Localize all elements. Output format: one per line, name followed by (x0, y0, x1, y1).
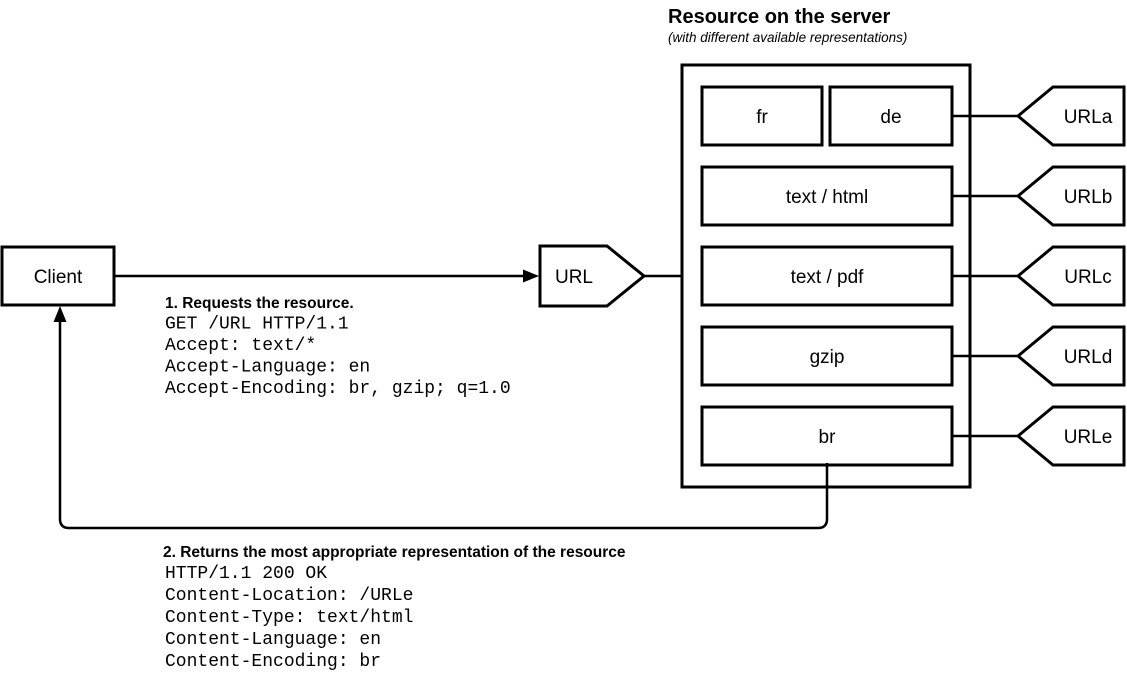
request-line-3: Accept-Language: en (165, 358, 370, 378)
client-label: Client (34, 267, 83, 288)
url-tag-label-urlb: URLb (1064, 187, 1113, 208)
representation-label-gzip: gzip (810, 347, 845, 368)
response-heading: 2. Returns the most appropriate represen… (163, 544, 626, 561)
response-line-2: Content-Location: /URLe (165, 586, 413, 606)
representation-label-de: de (880, 107, 901, 128)
request-line-1: GET /URL HTTP/1.1 (165, 315, 349, 335)
representation-box-text-html (700, 165, 954, 227)
representation-box-br (700, 405, 954, 467)
response-line-1: HTTP/1.1 200 OK (165, 564, 327, 584)
response-return-line (58, 322, 829, 530)
response-line-4: Content-Language: en (165, 630, 381, 650)
server-title: Resource on the server (668, 6, 891, 28)
representation-label-text-pdf: text / pdf (791, 267, 865, 288)
representation-label-br: br (819, 427, 837, 448)
request-line-2: Accept: text/* (165, 336, 316, 356)
representation-box-text-pdf (700, 245, 954, 307)
url-tag-label-urlc: URLc (1064, 267, 1112, 288)
server-subtitle: (with different available representation… (668, 30, 907, 45)
url-tag-urla (1015, 85, 1126, 147)
url-tag-label-urld: URLd (1064, 347, 1113, 368)
url-node (538, 244, 647, 308)
request-heading: 1. Requests the resource. (165, 295, 354, 312)
representation-label-fr: fr (756, 107, 768, 128)
url-tag-label-urla: URLa (1064, 107, 1113, 128)
response-line-3: Content-Type: text/html (165, 608, 413, 628)
representation-box-gzip (700, 325, 954, 387)
client-box (0, 245, 116, 307)
url-tag-urld (1015, 325, 1126, 387)
representation-box-de (828, 85, 954, 147)
response-arrowhead-icon (53, 306, 67, 322)
url-tag-urlb (1015, 165, 1126, 227)
response-line-5: Content-Encoding: br (165, 652, 381, 672)
url-tag-label-urle: URLe (1064, 427, 1113, 448)
url-tag-urle (1015, 405, 1126, 467)
request-arrowhead-icon (523, 269, 539, 283)
request-line-4: Accept-Encoding: br, gzip; q=1.0 (165, 379, 511, 399)
url-tag-urlc (1015, 245, 1126, 307)
representation-box-fr (700, 85, 824, 147)
representation-label-text-html: text / html (786, 187, 868, 208)
url-node-label: URL (555, 267, 593, 288)
